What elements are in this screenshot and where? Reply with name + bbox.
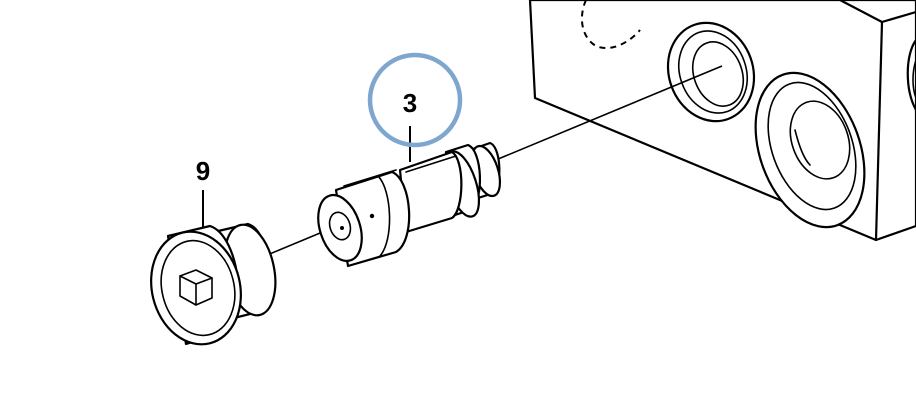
valve-housing-block xyxy=(528,0,916,242)
callout-3-highlight-circle xyxy=(367,52,463,148)
valve-spool-part xyxy=(317,141,502,268)
housing-port-lower xyxy=(754,71,866,229)
callout-3-label: 3 xyxy=(403,88,417,118)
callout-9-label: 9 xyxy=(196,156,210,186)
hex-socket-plug-part xyxy=(150,222,277,346)
